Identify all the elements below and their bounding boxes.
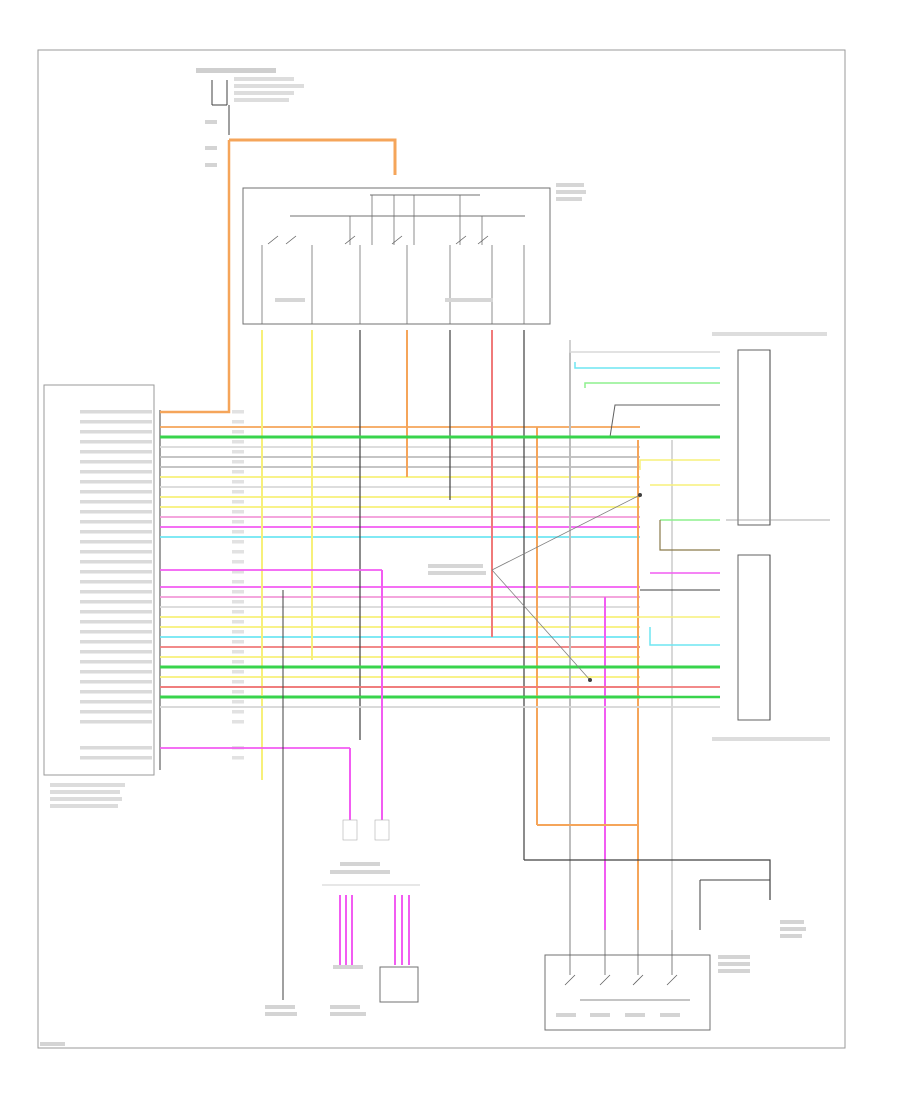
circuit-number: [232, 710, 244, 714]
circuit-number: [232, 670, 244, 674]
pin-label: [80, 560, 152, 564]
wire-trunks: [160, 426, 640, 708]
circuit-number: [232, 690, 244, 694]
pin-label: [80, 480, 152, 484]
circuit-number: [232, 410, 244, 414]
circuit-number: [232, 640, 244, 644]
pin-label: [80, 530, 152, 534]
circuit-number: [232, 540, 244, 544]
pin-label: [80, 490, 152, 494]
pin-label: [80, 430, 152, 434]
pin-label: [80, 720, 152, 724]
circuit-number: [232, 520, 244, 524]
pin-label: [80, 520, 152, 524]
circuit-number: [232, 500, 244, 504]
pin-label: [80, 630, 152, 634]
pin-label: [80, 680, 152, 684]
circuit-number: [232, 600, 244, 604]
circuit-number: [232, 480, 244, 484]
circuit-number: [232, 650, 244, 654]
pin-label: [80, 610, 152, 614]
circuit-number: [232, 470, 244, 474]
pin-label: [80, 450, 152, 454]
pin-label: [80, 700, 152, 704]
circuit-number: [232, 700, 244, 704]
circuit-number: [232, 510, 244, 514]
circuit-number: [232, 720, 244, 724]
seat-connector: [322, 862, 420, 1003]
orange-feed-wire: [160, 138, 397, 414]
left-outside-mirror: [712, 332, 830, 526]
diagram-border: [37, 49, 846, 1049]
fuse-block-top: [196, 68, 304, 167]
circuit-number: [232, 450, 244, 454]
wire-verticals: [228, 140, 673, 930]
pin-label: [80, 660, 152, 664]
circuit-number: [232, 756, 244, 760]
circuit-number: [232, 610, 244, 614]
circuit-number: [232, 490, 244, 494]
pin-label: [80, 690, 152, 694]
pin-label: [80, 500, 152, 504]
pin-label: [80, 460, 152, 464]
circuit-number: [232, 660, 244, 664]
circuit-number: [232, 430, 244, 434]
circuit-number: [232, 420, 244, 424]
right-outside-mirror: [712, 554, 830, 741]
memory-switch-box: [544, 930, 750, 1031]
mirror-switch-box: [242, 183, 586, 325]
pin-label: [80, 420, 152, 424]
pin-label: [80, 650, 152, 654]
mirror-connector-wires: [160, 340, 720, 708]
pin-label: [80, 580, 152, 584]
circuit-number: [232, 530, 244, 534]
pin-label: [80, 440, 152, 444]
pin-label: [80, 756, 152, 760]
ground-splice-lines: [428, 493, 642, 682]
pin-label: [80, 746, 152, 750]
pin-label: [80, 600, 152, 604]
module-pin-labels: [80, 410, 244, 760]
control-module-box: [43, 384, 161, 808]
pin-label: [80, 710, 152, 714]
memory-seat-wires: [160, 569, 771, 1000]
pin-label: [80, 550, 152, 554]
pin-label: [80, 510, 152, 514]
pin-label: [80, 410, 152, 414]
circuit-number: [232, 560, 244, 564]
circuit-number: [232, 570, 244, 574]
pin-label: [80, 540, 152, 544]
pin-label: [80, 670, 152, 674]
pin-label: [80, 570, 152, 574]
pin-label: [80, 620, 152, 624]
circuit-number: [232, 550, 244, 554]
circuit-number: [232, 680, 244, 684]
circuit-number: [232, 580, 244, 584]
circuit-number: [232, 630, 244, 634]
pin-label: [80, 640, 152, 644]
pin-label: [80, 470, 152, 474]
circuit-number: [232, 440, 244, 444]
pin-label: [80, 590, 152, 594]
circuit-number: [232, 590, 244, 594]
circuit-number: [232, 620, 244, 624]
circuit-number: [232, 460, 244, 464]
ground-symbols: [40, 920, 806, 1046]
